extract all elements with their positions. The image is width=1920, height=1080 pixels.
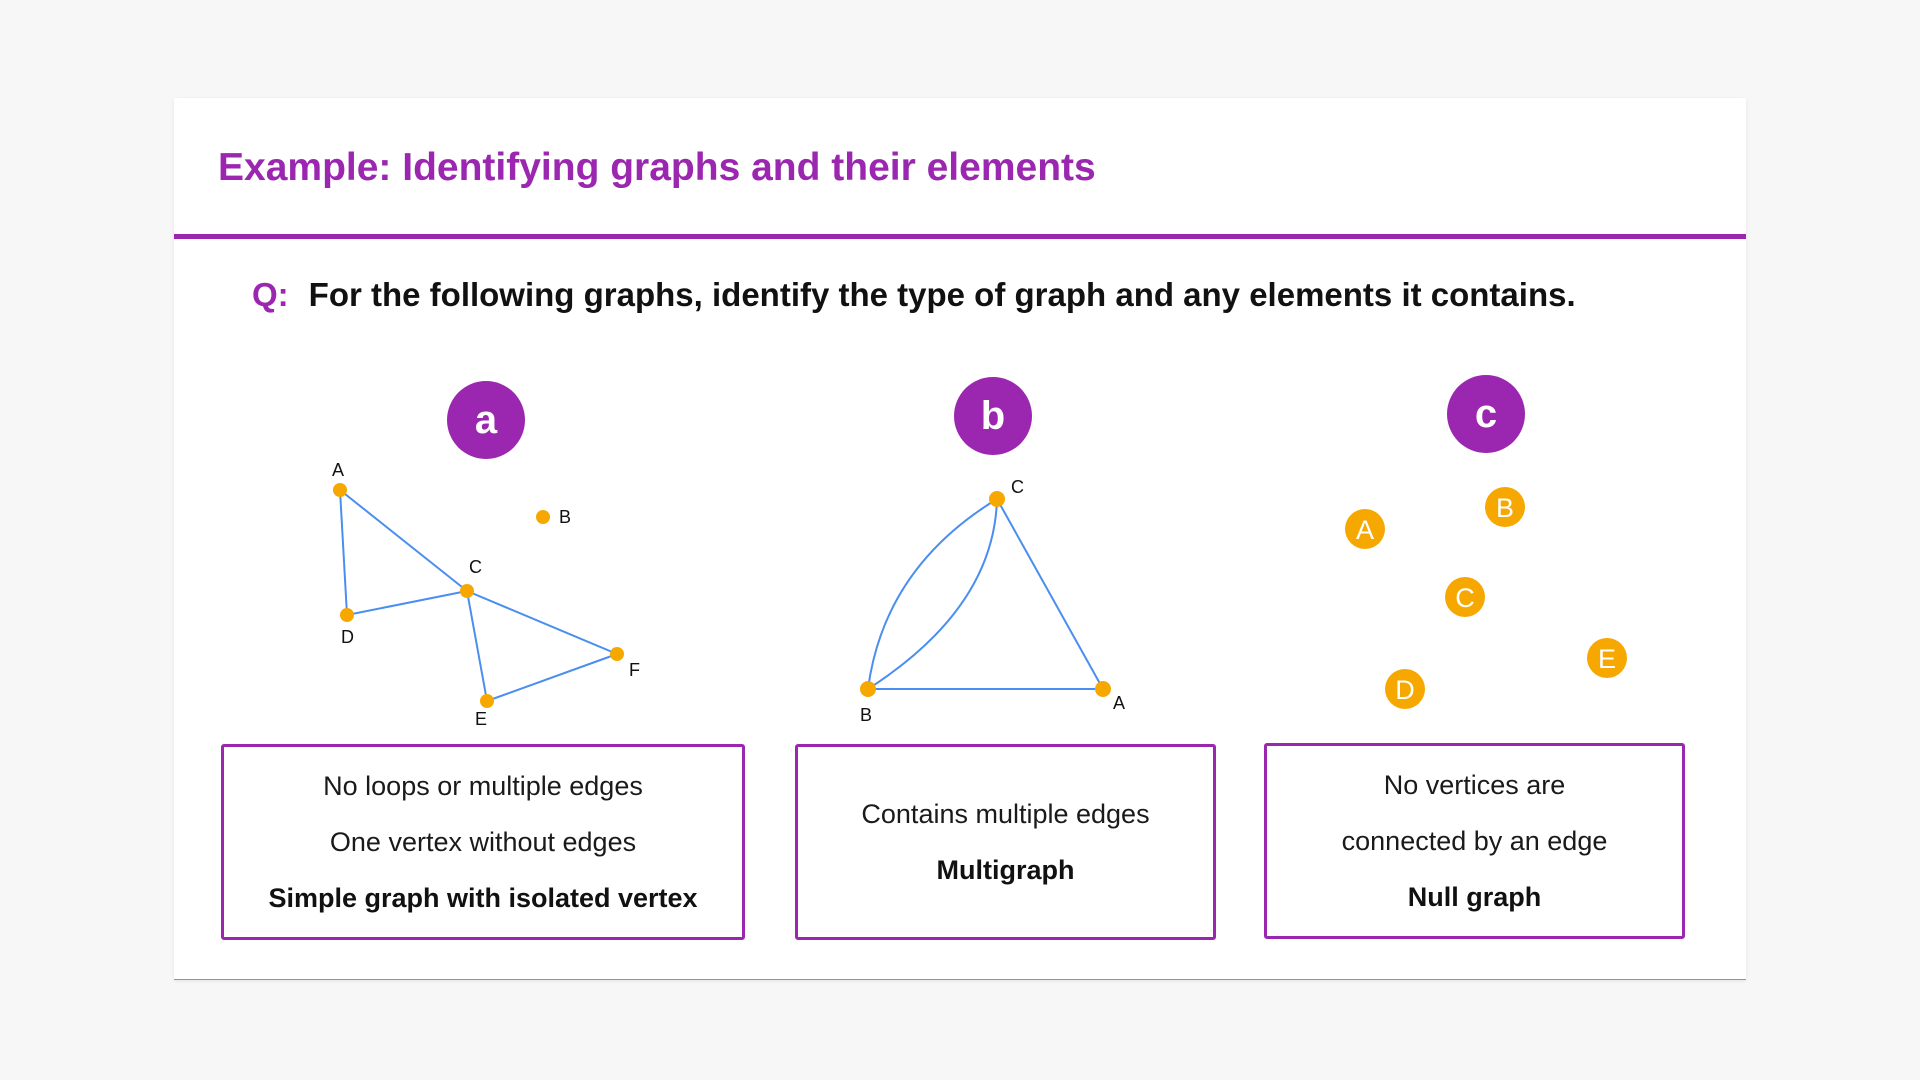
vertex-c-label-A: A xyxy=(1356,515,1374,545)
answer-c-line-1: No vertices are xyxy=(1383,770,1566,800)
graph-c: A B C D E xyxy=(1345,487,1627,709)
answer-box-c: No vertices are connected by an edge Nul… xyxy=(1264,743,1685,939)
badge-c: c xyxy=(1447,375,1525,453)
question: Q: For the following graphs, identify the… xyxy=(252,276,1576,314)
vertex-a-label-B: B xyxy=(559,507,571,527)
vertex-c-label-E: E xyxy=(1598,644,1616,674)
vertex-a-B xyxy=(536,510,550,524)
vertex-a-C xyxy=(460,584,474,598)
answer-a-conclusion: Simple graph with isolated vertex xyxy=(268,883,698,913)
title-divider xyxy=(174,234,1746,239)
answer-box-b: Contains multiple edges Multigraph xyxy=(795,744,1216,940)
vertex-a-label-F: F xyxy=(629,660,640,680)
edge-a-AC xyxy=(339,489,468,592)
vertex-c-B xyxy=(1485,487,1525,527)
vertex-a-E xyxy=(480,694,494,708)
vertex-c-label-D: D xyxy=(1395,675,1415,705)
vertex-b-label-B: B xyxy=(860,705,872,725)
slide: Example: Identifying graphs and their el… xyxy=(174,98,1746,980)
vertex-b-C xyxy=(989,491,1005,507)
graph-b: A B C xyxy=(860,477,1125,725)
answer-a-line-2: One vertex without edges xyxy=(329,827,637,857)
answer-box-a: No loops or multiple edges One vertex wi… xyxy=(221,744,745,940)
graph-c-vertices: A B C D E xyxy=(1345,487,1627,709)
vertex-b-label-A: A xyxy=(1113,693,1125,713)
vertex-a-label-E: E xyxy=(475,709,487,729)
vertex-a-D xyxy=(340,608,354,622)
edge-a-AD xyxy=(339,489,348,616)
vertex-c-label-B: B xyxy=(1496,493,1514,523)
edge-a-DC xyxy=(346,590,468,616)
edge-b-CA xyxy=(996,498,1104,690)
edge-b-BC-inner xyxy=(867,498,998,690)
edge-a-CF xyxy=(466,590,618,655)
graph-a-edges xyxy=(339,489,618,702)
edge-a-EF xyxy=(486,653,618,702)
edge-a-CE xyxy=(466,590,488,702)
question-text: For the following graphs, identify the t… xyxy=(308,276,1576,313)
graphs-canvas: A B C D E F A B C A B C D E xyxy=(332,460,1627,729)
vertex-b-A xyxy=(1095,681,1111,697)
vertex-a-label-A: A xyxy=(332,460,344,480)
vertex-b-label-C: C xyxy=(1011,477,1024,497)
vertex-c-C xyxy=(1445,577,1485,617)
vertex-a-label-C: C xyxy=(469,557,482,577)
vertex-a-A xyxy=(333,483,347,497)
badge-b: b xyxy=(954,377,1032,455)
vertex-c-A xyxy=(1345,509,1385,549)
graph-a: A B C D E F xyxy=(332,460,640,729)
graph-b-vertices: A B C xyxy=(860,477,1125,725)
vertex-c-label-C: C xyxy=(1455,583,1475,613)
answer-c-line-2: connected by an edge xyxy=(1341,826,1608,856)
edge-b-BC-outer xyxy=(867,498,998,690)
slide-title: Example: Identifying graphs and their el… xyxy=(218,146,1096,189)
question-label: Q: xyxy=(252,276,289,313)
vertex-c-E xyxy=(1587,638,1627,678)
vertex-a-F xyxy=(610,647,624,661)
graph-a-vertices: A B C D E F xyxy=(332,460,640,729)
answer-b-line-1: Contains multiple edges xyxy=(861,799,1150,829)
vertex-a-label-D: D xyxy=(341,627,354,647)
vertex-b-B xyxy=(860,681,876,697)
answer-c-conclusion: Null graph xyxy=(1407,882,1542,912)
vertex-c-D xyxy=(1385,669,1425,709)
answer-a-line-1: No loops or multiple edges xyxy=(323,771,643,801)
graph-b-edges xyxy=(867,498,1104,690)
answer-b-conclusion: Multigraph xyxy=(936,855,1075,885)
badge-a: a xyxy=(447,381,525,459)
